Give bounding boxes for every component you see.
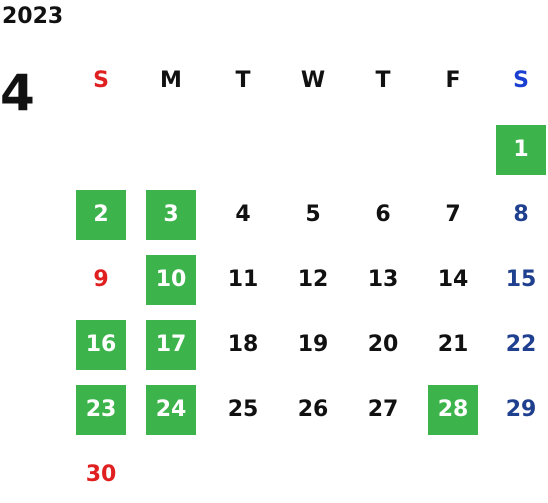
month-label: 4 — [0, 64, 35, 122]
day-cell[interactable]: 13 — [367, 267, 399, 292]
day-cell[interactable]: 14 — [437, 267, 469, 292]
day-cell[interactable]: 9 — [93, 267, 109, 292]
day-cell-highlighted[interactable]: 2 — [76, 190, 126, 240]
day-cell[interactable]: 18 — [227, 332, 259, 357]
day-cell[interactable]: 25 — [227, 397, 259, 422]
weekday-monday: M — [160, 68, 182, 93]
day-cell[interactable]: 27 — [367, 397, 399, 422]
day-cell-highlighted[interactable]: 1 — [496, 125, 546, 175]
weekday-tuesday: T — [235, 68, 251, 93]
year-label: 2023 — [2, 4, 64, 29]
day-cell[interactable]: 6 — [375, 202, 391, 227]
day-cell[interactable]: 4 — [235, 202, 251, 227]
weekday-sunday: S — [93, 68, 109, 93]
weekday-thursday: T — [375, 68, 391, 93]
day-cell[interactable]: 22 — [505, 332, 537, 357]
weekday-friday: F — [445, 68, 461, 93]
day-cell-highlighted[interactable]: 23 — [76, 385, 126, 435]
day-cell-highlighted[interactable]: 10 — [146, 255, 196, 305]
day-cell-highlighted[interactable]: 3 — [146, 190, 196, 240]
weekday-saturday: S — [513, 68, 529, 93]
day-cell[interactable]: 15 — [505, 267, 537, 292]
day-cell-highlighted[interactable]: 16 — [76, 320, 126, 370]
day-cell-highlighted[interactable]: 17 — [146, 320, 196, 370]
day-cell[interactable]: 11 — [227, 267, 259, 292]
day-cell[interactable]: 12 — [297, 267, 329, 292]
day-cell[interactable]: 19 — [297, 332, 329, 357]
day-cell[interactable]: 5 — [305, 202, 321, 227]
day-cell[interactable]: 7 — [445, 202, 461, 227]
day-cell-highlighted[interactable]: 24 — [146, 385, 196, 435]
day-cell-highlighted[interactable]: 28 — [428, 385, 478, 435]
day-cell[interactable]: 8 — [513, 202, 529, 227]
day-cell[interactable]: 21 — [437, 332, 469, 357]
day-cell[interactable]: 20 — [367, 332, 399, 357]
day-cell[interactable]: 29 — [505, 397, 537, 422]
weekday-wednesday: W — [300, 68, 326, 93]
day-cell[interactable]: 30 — [85, 462, 117, 487]
day-cell[interactable]: 26 — [297, 397, 329, 422]
